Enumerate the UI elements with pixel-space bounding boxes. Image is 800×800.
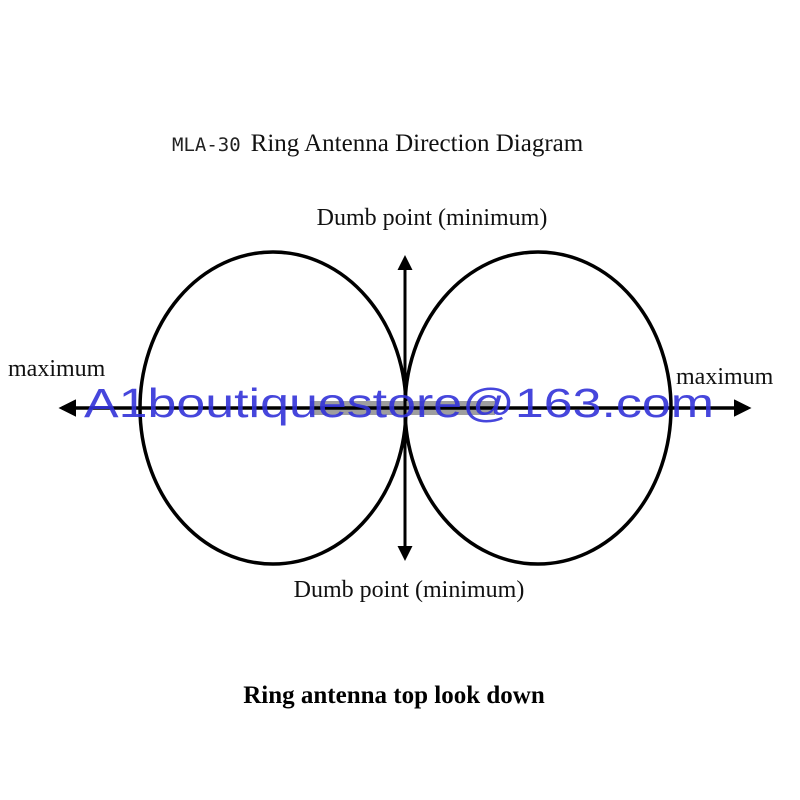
model-name: MLA-30 xyxy=(172,134,241,156)
null-point-label-top: Dumb point (minimum) xyxy=(317,205,548,231)
diagram-caption: Ring antenna top look down xyxy=(243,682,545,709)
title-text: Ring Antenna Direction Diagram xyxy=(251,130,584,157)
watermark-email: A1boutiquestore@163.com xyxy=(84,380,714,426)
maximum-label-left: maximum xyxy=(8,356,106,382)
null-point-label-bottom: Dumb point (minimum) xyxy=(294,577,525,603)
diagram-title: MLA-30 Ring Antenna Direction Diagram xyxy=(172,130,584,157)
maximum-label-right: maximum xyxy=(676,364,774,390)
